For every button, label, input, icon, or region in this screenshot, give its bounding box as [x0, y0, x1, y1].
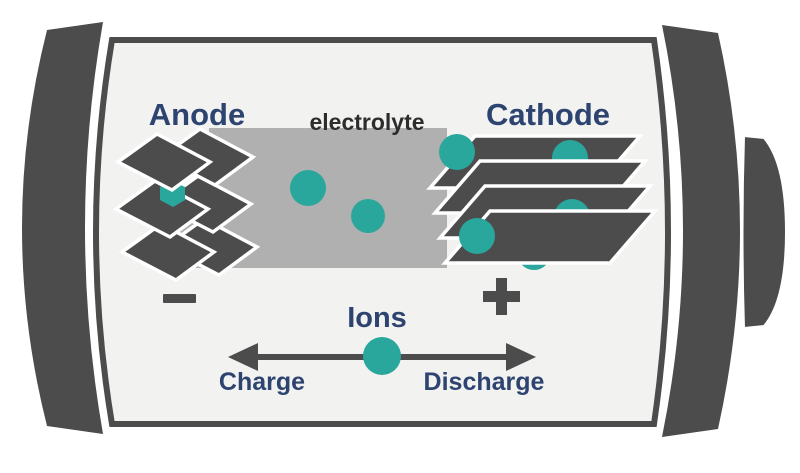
electrolyte-ion [351, 199, 385, 233]
cathode-stack [426, 134, 659, 270]
anode-label: Anode [148, 97, 246, 132]
arrow-head-left [228, 343, 258, 371]
positive-terminal-nub [741, 134, 788, 330]
cathode-label: Cathode [486, 97, 610, 132]
plus-sign [483, 278, 520, 315]
moving-ion [363, 337, 401, 375]
electrolyte-ion [290, 170, 326, 206]
electrolyte-label: electrolyte [309, 109, 425, 135]
battery-right-cap [662, 25, 740, 437]
arrow-head-right [506, 343, 536, 371]
cathode-layer [441, 209, 659, 265]
minus-sign [163, 294, 196, 303]
ion-flow-arrow [228, 337, 536, 375]
battery-left-cap [22, 22, 103, 434]
discharge-label: Discharge [423, 368, 545, 396]
anode-layer [118, 221, 218, 283]
ions-label: Ions [347, 302, 407, 334]
anode-layer [112, 178, 212, 240]
anode-stack [112, 126, 261, 283]
cathode-ion [439, 134, 475, 170]
cathode-ion [459, 218, 495, 254]
charge-label: Charge [218, 368, 306, 396]
anode-layer [114, 131, 214, 193]
